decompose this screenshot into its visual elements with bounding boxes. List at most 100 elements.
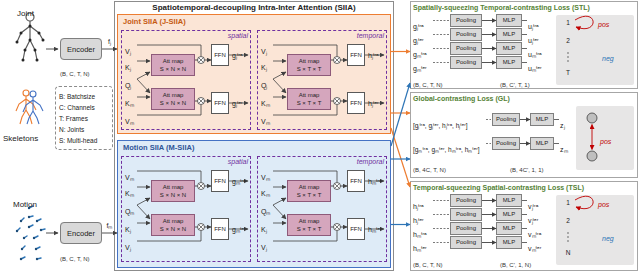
label-text: Kₘ [125,189,134,199]
layer-box: Pooling [450,28,482,41]
label-box: Kₘ [261,92,270,110]
label-text: Kⱼ [261,63,267,73]
layer-box: Pooling [492,113,520,126]
node-text: MLP [503,57,515,68]
input-wire [433,201,449,243]
attention-map: Att mapS × T × T [287,214,331,236]
label-text: Skeletons [3,134,38,144]
connector [520,143,530,144]
label-box: zₘ [560,138,568,156]
label-text: Joint [17,9,34,19]
connector [391,158,410,159]
layer-box: Pooling [450,14,482,27]
layer-box: Pooling [492,137,520,150]
label-box: Vⱼ [261,236,267,254]
edge-label: fⱼ [108,37,111,46]
input-wire [433,21,449,63]
attention-map: Att mapS × T × T [287,54,331,76]
label-box: [gₘᵗʳᵃ, gₘᵗᵉʳ, hₘᵗʳᵃ, hₘᵗᵉʳ] [413,138,480,156]
tsl-wiring [433,195,634,265]
node-text: Att map [163,217,184,225]
attention-map: Att mapS × N × N [151,214,195,236]
label-box: gⱼᵗᵉʳ [232,92,243,110]
label-text: Vₘ [261,117,270,127]
layer-box: MLP [496,208,522,221]
label-box: uⱼᵗᵉʳ [528,29,539,47]
attention-map: Att mapS × N × N [151,180,195,202]
node-text: Pooling [456,223,476,234]
label-text: Qⱼ [125,81,131,91]
label-box: (B, C', 1, N) [500,253,531,271]
ffn-box: FFN [211,92,229,114]
node-text: 2 [566,217,570,225]
output-wire [522,201,527,243]
embedding-dot [587,113,597,123]
label-box: gₘᵗᵉʳ [413,57,427,75]
notation-box: B: BatchsizeC: ChannelsT: FramesN: Joint… [55,86,113,150]
node-text: S: Multi-head [59,135,97,146]
label-text: hⱼᵗᵉʳ [413,215,424,226]
label-box: (B, 4C, T, N) [413,158,446,176]
layer-box: Pooling [450,42,482,55]
label-text: hₘᵗʳᵃ [413,229,427,240]
label-text: zₘ [560,144,568,155]
node-text: Att map [299,183,320,191]
label-box: vₘᵗʳᵃ [528,223,541,241]
label-text: zⱼ [560,120,565,131]
connector [102,233,117,234]
label-text: gₘᵗʳᵃ [413,49,427,60]
layer-box: Pooling [450,222,482,235]
dimension-text: (B, C', 1, N) [500,261,531,269]
label-text: Vⱼ [261,47,267,57]
label-text: Vⱼ [125,47,131,57]
connector [482,48,496,49]
node-text: temporal [257,156,387,166]
node-text: S × N × N [160,225,186,233]
output-wire [522,21,527,63]
label-box: Vₘ [125,110,134,128]
label-box: hⱼᵗᵉʳ [368,92,379,110]
attention-wiring [273,45,384,115]
label-text: [gⱼᵗʳᵃ, gⱼᵗᵉʳ, hⱼᵗʳᵃ, hⱼᵗᵉʳ] [413,120,468,131]
node-text: Att map [299,57,320,65]
positive-arrow [575,196,593,209]
node-text: FFN [350,225,362,233]
label-box: hₘᵗʳᵃ [368,170,382,188]
label-box: Joint [17,2,34,20]
label-text: uⱼᵗᵉʳ [528,35,539,46]
node-text: Att map [163,183,184,191]
connector [391,51,410,52]
label-box: gₘᵗʳᵃ [413,43,427,61]
ffn-box: FFN [347,92,365,114]
attention-map: Att mapS × T × T [287,180,331,202]
label-box: (B, C, T, N) [60,62,90,80]
node-text: N: Joints [59,124,84,135]
node-text: N [566,249,571,257]
skeleton-head [26,13,34,21]
connector [391,224,410,225]
node-text: Motion SIIA (M-SIIA) [117,140,391,152]
layer-box: MLP [496,14,522,27]
ffn-box: FFN [347,44,365,66]
node-text: FFN [214,99,226,107]
label-text: hₘᵗᵉʳ [368,225,382,235]
label-text: Vₘ [261,173,270,183]
skeleton-head [23,90,29,96]
label-box: zⱼ [560,114,565,132]
input-wire [486,120,491,144]
node-text: C: Channels [59,102,95,113]
label-box: uₘᵗᵉʳ [528,57,542,75]
layer-box: MLP [496,42,522,55]
label-text: Kₘ [125,99,134,109]
label-box: Vₘ [125,166,134,184]
node-text: S × N × N [160,99,186,107]
node-text: Att map [163,91,184,99]
attention-wiring [137,171,248,241]
label-text: uₘᵗᵉʳ [528,63,542,74]
label-box: Kⱼ [261,218,267,236]
label-box: Vⱼ [125,236,131,254]
label-text: Vₘ [125,173,134,183]
label-text: vⱼᵗᵉʳ [528,215,538,226]
connector [482,214,496,215]
branch-box: Joint SIIA (J-SIIA)spatialAtt mapS × N ×… [117,14,391,134]
